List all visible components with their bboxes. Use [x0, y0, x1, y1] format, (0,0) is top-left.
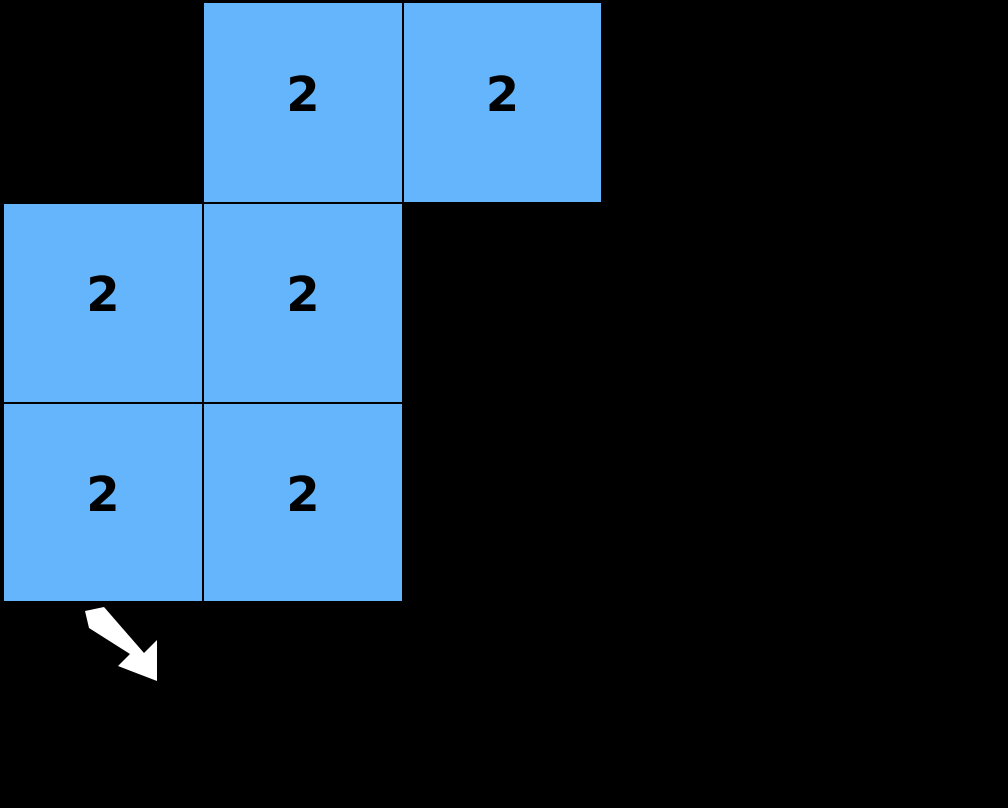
tile-value: 2 — [86, 267, 120, 323]
tile-r3c1[interactable]: 2 — [4, 404, 202, 601]
tile-value: 2 — [286, 466, 320, 523]
tile-value: 2 — [86, 466, 120, 523]
tile-value: 2 — [286, 66, 320, 123]
tile-r1c3[interactable]: 2 — [404, 3, 601, 202]
tile-value: 2 — [485, 66, 520, 123]
tile-r1c2[interactable]: 2 — [204, 3, 402, 202]
tile-value: 2 — [286, 267, 320, 323]
tile-r2c2[interactable]: 2 — [204, 204, 402, 402]
tile-r2c1[interactable]: 2 — [4, 204, 202, 402]
tile-r3c2[interactable]: 2 — [204, 404, 402, 601]
